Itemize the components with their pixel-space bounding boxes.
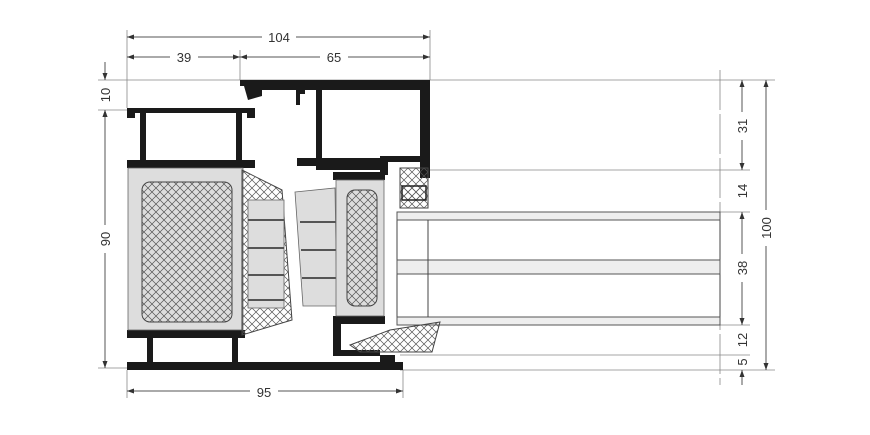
- inner-sash-profile: [244, 86, 441, 356]
- dim-right-total: 100: [759, 217, 774, 239]
- left-dimensions: 10 90: [97, 62, 113, 368]
- top-dimensions: 104 39 65: [127, 29, 430, 65]
- dim-right-31: 31: [735, 119, 750, 133]
- dim-right-5: 5: [735, 358, 750, 365]
- glazing-unit: [396, 211, 721, 326]
- dim-right-14: 14: [735, 184, 750, 198]
- dim-left-height: 90: [98, 232, 113, 246]
- dim-bottom-total: 95: [257, 385, 271, 400]
- bottom-dimension: 95: [127, 383, 403, 400]
- dim-left-top: 10: [98, 88, 113, 102]
- dim-top-left: 39: [177, 50, 191, 65]
- left-sash-profile: [127, 108, 293, 338]
- right-dimensions: 31 14 38 12 5 100: [734, 80, 774, 385]
- dim-top-total: 104: [268, 30, 290, 45]
- dim-top-right: 65: [327, 50, 341, 65]
- dim-right-38: 38: [735, 261, 750, 275]
- dim-right-12: 12: [735, 333, 750, 347]
